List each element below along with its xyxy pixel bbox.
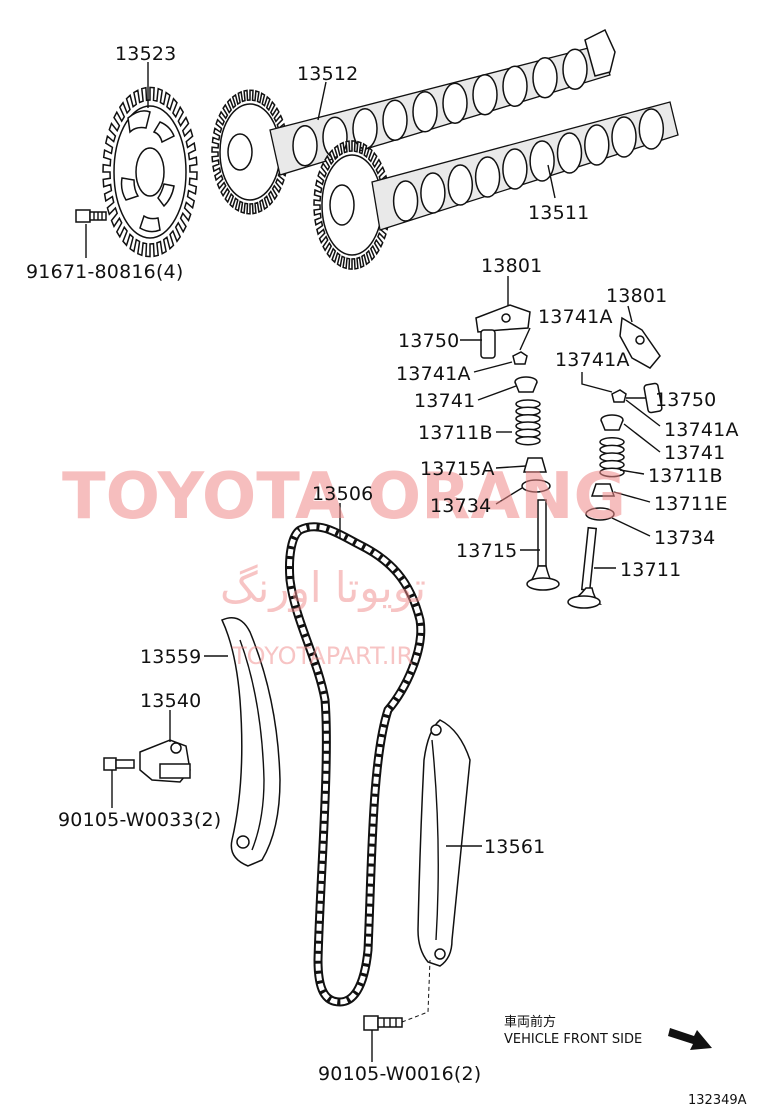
- label-13711: 13711: [620, 559, 681, 581]
- label-13561: 13561: [484, 836, 545, 858]
- cam-lobe: [529, 140, 555, 182]
- label-13511: 13511: [528, 202, 589, 224]
- tensioner-13540: [103, 739, 191, 783]
- label-13523: 13523: [115, 43, 176, 65]
- cam-lobe: [420, 172, 446, 214]
- chain-guide-13559: [220, 617, 281, 867]
- valvetrain-right: [567, 316, 663, 609]
- label-13750-a: 13750: [398, 330, 459, 352]
- label-13741A-c: 13741A: [555, 349, 630, 371]
- chain-guide-13561: [417, 719, 471, 967]
- cam-lobe: [638, 108, 665, 150]
- spring-coil: [515, 435, 541, 446]
- cam-lobe: [474, 156, 501, 198]
- vehicle-front-indicator: 車両前方 VEHICLE FRONT SIDE: [504, 1014, 712, 1050]
- cam-lobe: [584, 124, 610, 166]
- cam-lobe: [412, 91, 438, 133]
- label-13506: 13506: [312, 483, 373, 505]
- bolt-90105-bottom: [363, 959, 431, 1031]
- label-13801-a: 13801: [481, 255, 542, 277]
- label-13734-b: 13734: [654, 527, 715, 549]
- cam-lobe: [382, 99, 408, 142]
- timing-chain-13506: [285, 522, 426, 1007]
- label-13540: 13540: [140, 690, 201, 712]
- cam-lobe: [352, 108, 378, 150]
- cam-lobe: [447, 164, 474, 206]
- direction-en: VEHICLE FRONT SIDE: [504, 1032, 642, 1047]
- cam-lobe: [562, 48, 588, 91]
- label-13734-a: 13734: [430, 495, 491, 517]
- watermark-site: TOYOTAPART.IR: [231, 642, 413, 670]
- label-13741-a: 13741: [414, 390, 475, 412]
- label-13750-b: 13750: [655, 389, 716, 411]
- cam-lobe: [392, 180, 419, 222]
- watermark: TOYOTA ORANG تویوتا اورنگ TOYOTAPART.IR: [62, 460, 626, 670]
- label-13715: 13715: [456, 540, 517, 562]
- valvetrain-left: [475, 304, 560, 591]
- cam-lobe: [292, 125, 318, 167]
- label-90105-w0033: 90105-W0033(2): [58, 809, 221, 831]
- label-13711E: 13711E: [654, 493, 728, 515]
- part-labels: 13523 13512 13511 91671-80816(4) 13801 1…: [26, 43, 739, 1085]
- label-13715A: 13715A: [420, 458, 495, 480]
- label-13801-b: 13801: [606, 285, 667, 307]
- label-13741A-d: 13741A: [664, 419, 739, 441]
- label-13711B-b: 13711B: [648, 465, 723, 487]
- cam-lobe: [442, 82, 468, 125]
- direction-jp: 車両前方: [504, 1014, 556, 1030]
- label-13741A-a: 13741A: [538, 306, 613, 328]
- label-13559: 13559: [140, 646, 201, 668]
- cam-lobe: [611, 116, 637, 158]
- bolt-91671: [75, 209, 107, 223]
- cam-lobe: [502, 148, 528, 190]
- label-91671: 91671-80816(4): [26, 261, 183, 283]
- label-13741-b: 13741: [664, 442, 725, 464]
- watermark-brand: TOYOTA ORANG: [62, 460, 626, 534]
- watermark-persian: تویوتا اورنگ: [220, 563, 426, 612]
- label-90105-w0016: 90105-W0016(2): [318, 1063, 481, 1085]
- cam-lobe: [532, 57, 558, 99]
- camshaft-13511: [313, 101, 679, 270]
- spring-coil: [599, 467, 625, 478]
- label-13512: 13512: [297, 63, 358, 85]
- leader-lines: [85, 62, 661, 1062]
- figure-id: 132349A: [688, 1093, 747, 1108]
- cam-lobe: [502, 65, 528, 108]
- cam-lobe: [472, 74, 498, 116]
- label-13741A-b: 13741A: [396, 363, 471, 385]
- direction-arrow-icon: [668, 1028, 712, 1050]
- cam-sprocket-13523: [102, 86, 198, 258]
- cam-lobe: [556, 132, 583, 174]
- label-13711B-a: 13711B: [418, 422, 493, 444]
